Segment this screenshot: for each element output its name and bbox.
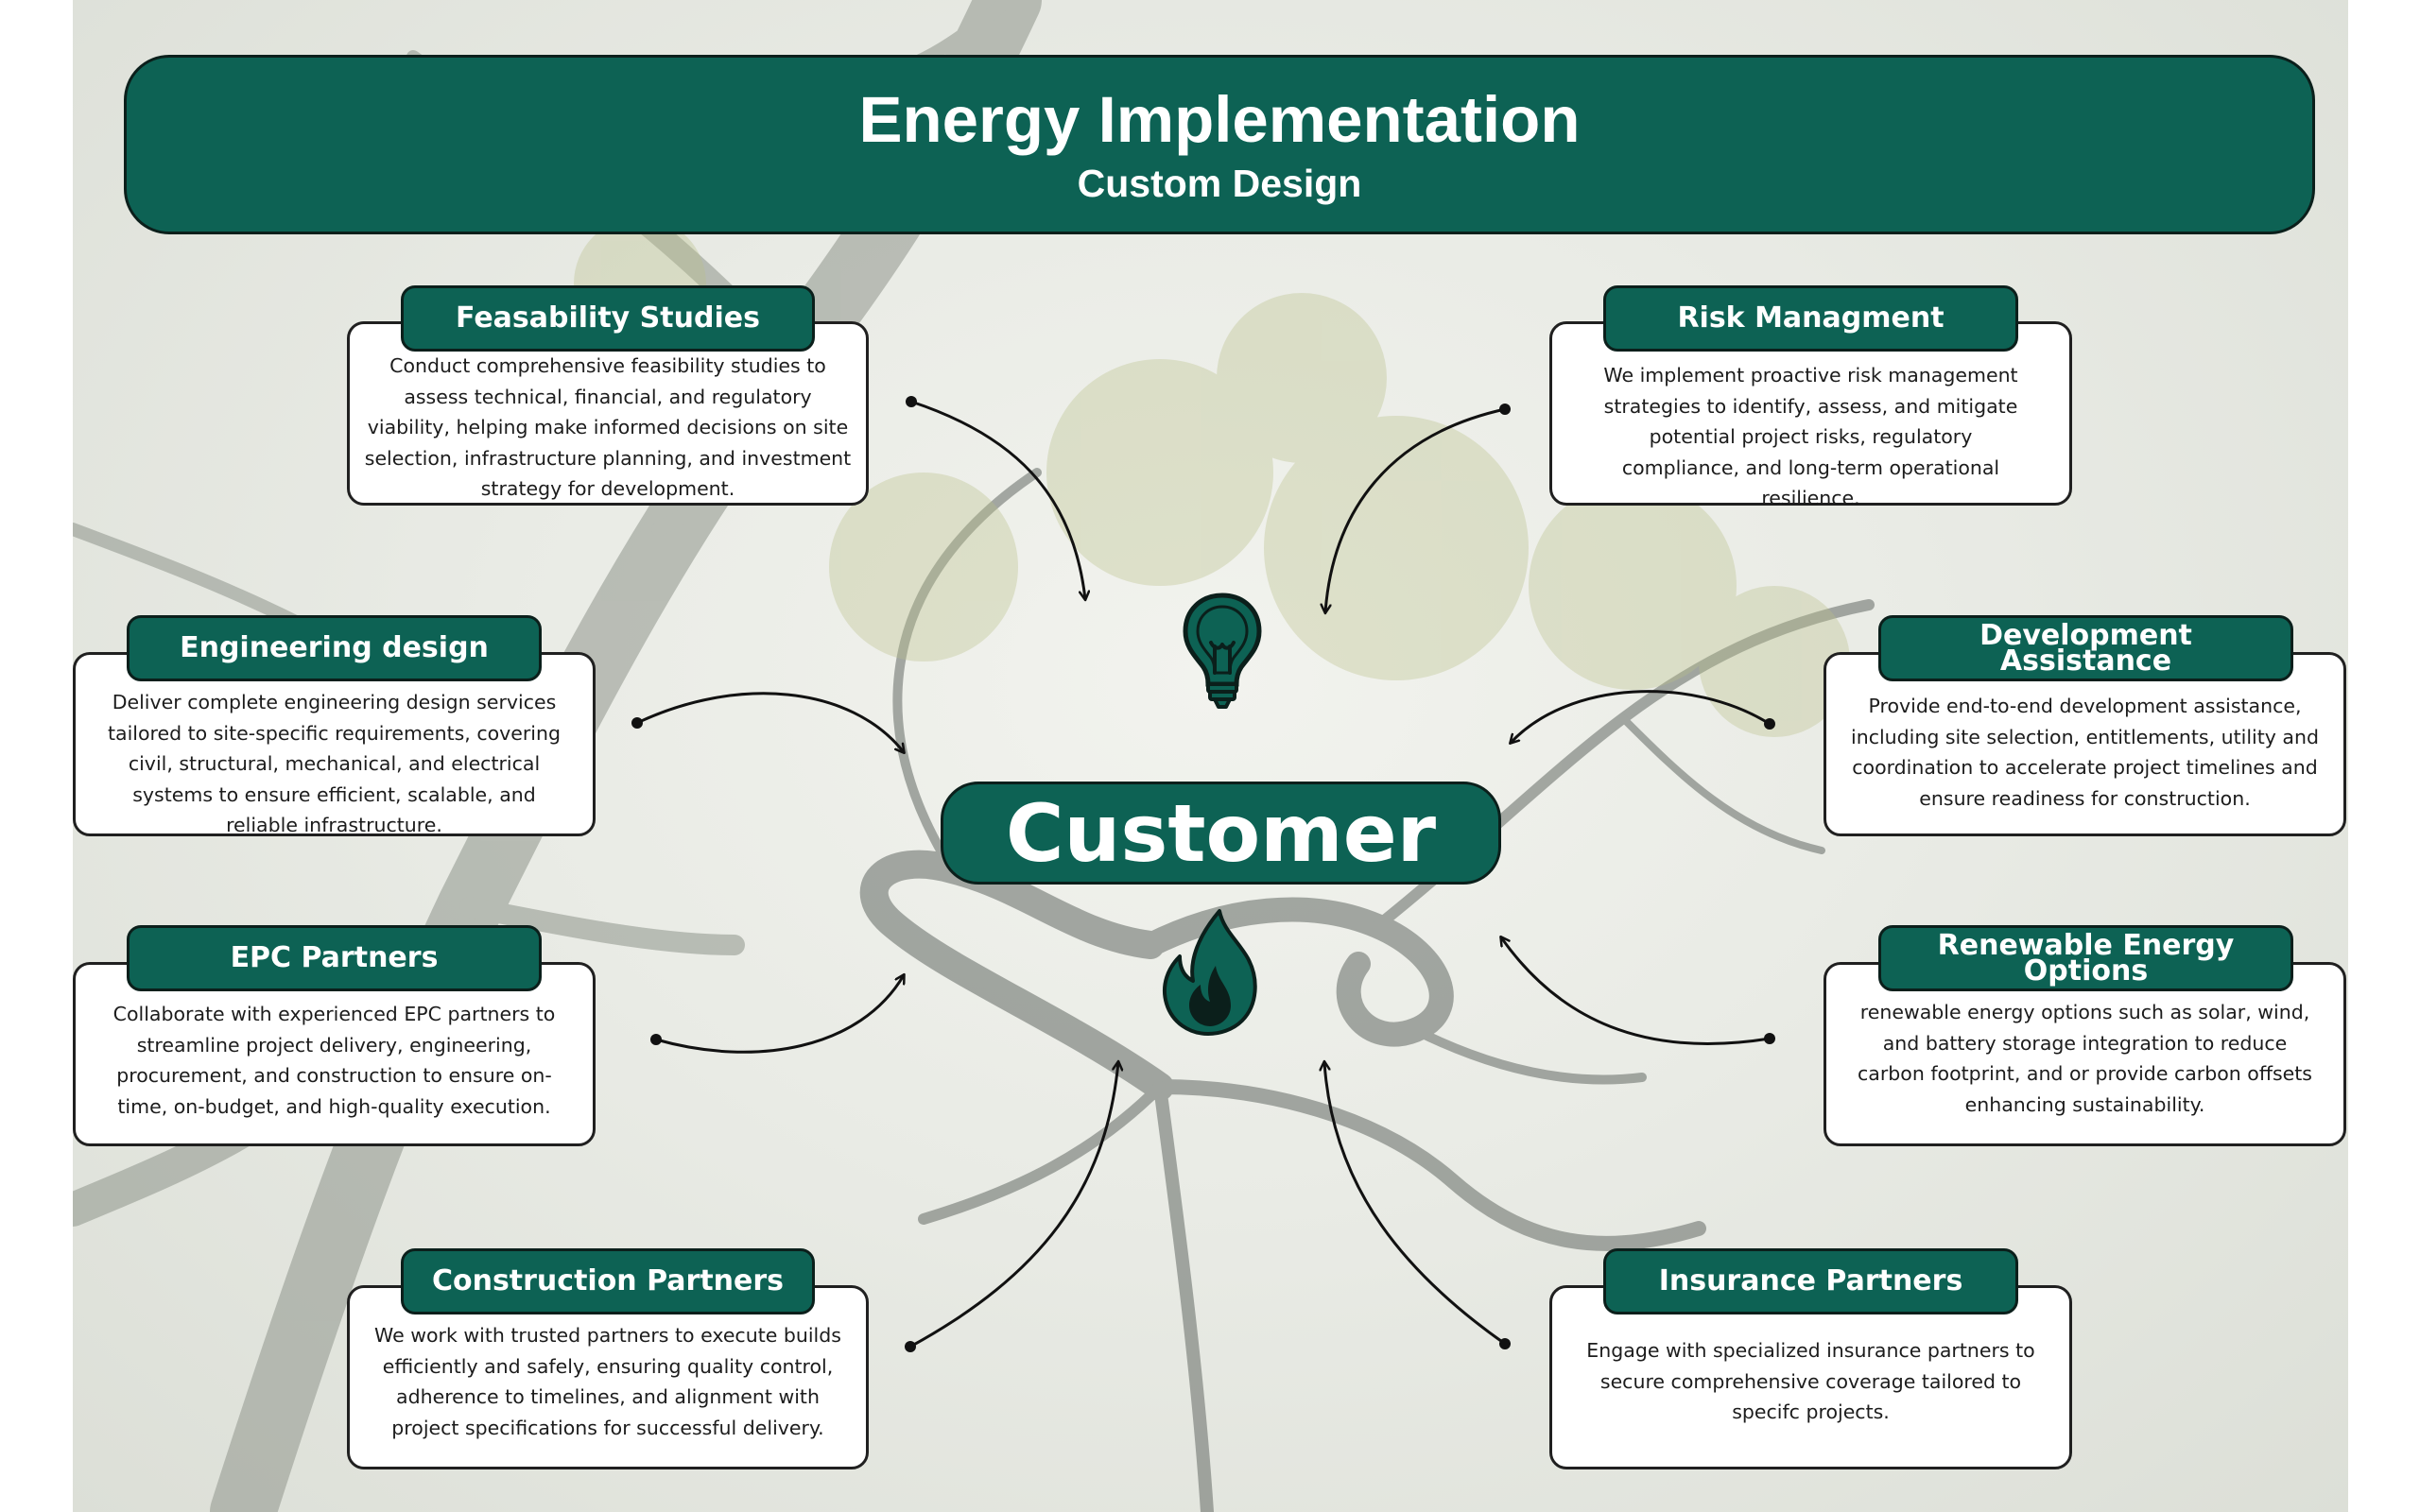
card-risk-management: We implement proactive risk management s…	[1549, 321, 2072, 509]
card-construction-text: We work with trusted partners to execute…	[374, 1324, 841, 1439]
card-feasibility-text: Conduct comprehensive feasibility studie…	[364, 354, 852, 500]
tab-insurance-title: Insurance Partners	[1658, 1264, 1963, 1297]
tab-engineering-design: Engineering design	[127, 615, 542, 681]
card-renewable-energy-options: renewable energy options such as solar, …	[1824, 962, 2346, 1146]
page-title: Energy Implementation	[858, 83, 1581, 156]
flame-icon	[1162, 909, 1257, 1036]
card-engineering-text: Deliver complete engineering design serv…	[107, 691, 562, 836]
tab-insurance-partners: Insurance Partners	[1603, 1248, 2018, 1314]
tab-feasibility-title: Feasability Studies	[456, 301, 760, 335]
tab-construction-partners: Construction Partners	[401, 1248, 815, 1314]
card-insurance-text: Engage with specialized insurance partne…	[1586, 1339, 2035, 1423]
card-insurance-partners: Engage with specialized insurance partne…	[1549, 1285, 2072, 1469]
card-development-text: Provide end-to-end development assistanc…	[1851, 695, 2319, 810]
tab-development-title: Development Assistance	[1979, 619, 2192, 678]
card-feasibility-studies: Conduct comprehensive feasibility studie…	[347, 321, 869, 506]
card-epc-text: Collaborate with experienced EPC partner…	[112, 1003, 556, 1118]
card-renewable-text: renewable energy options such as solar, …	[1858, 1001, 2312, 1116]
tab-feasibility-studies: Feasability Studies	[401, 285, 815, 352]
card-risk-text: We implement proactive risk management s…	[1603, 364, 2018, 509]
tab-risk-title: Risk Managment	[1677, 301, 1945, 335]
tab-renewable-energy-options: Renewable Energy Options	[1878, 925, 2293, 991]
lightbulb-icon	[1183, 593, 1262, 709]
tab-engineering-title: Engineering design	[180, 631, 489, 664]
card-epc-partners: Collaborate with experienced EPC partner…	[73, 962, 596, 1146]
customer-label: Customer	[1005, 786, 1437, 880]
page-subtitle: Custom Design	[1077, 162, 1362, 206]
tab-renewable-title: Renewable Energy Options	[1937, 929, 2235, 988]
tab-epc-partners: EPC Partners	[127, 925, 542, 991]
header-banner: Energy Implementation Custom Design	[124, 55, 2315, 234]
tab-risk-management: Risk Managment	[1603, 285, 2018, 352]
tab-epc-title: EPC Partners	[230, 941, 439, 974]
card-development-assistance: Provide end-to-end development assistanc…	[1824, 652, 2346, 836]
tab-development-assistance: Development Assistance	[1878, 615, 2293, 681]
card-engineering-design: Deliver complete engineering design serv…	[73, 652, 596, 836]
customer-node: Customer	[941, 782, 1501, 885]
tab-construction-title: Construction Partners	[431, 1264, 785, 1297]
card-construction-partners: We work with trusted partners to execute…	[347, 1285, 869, 1469]
